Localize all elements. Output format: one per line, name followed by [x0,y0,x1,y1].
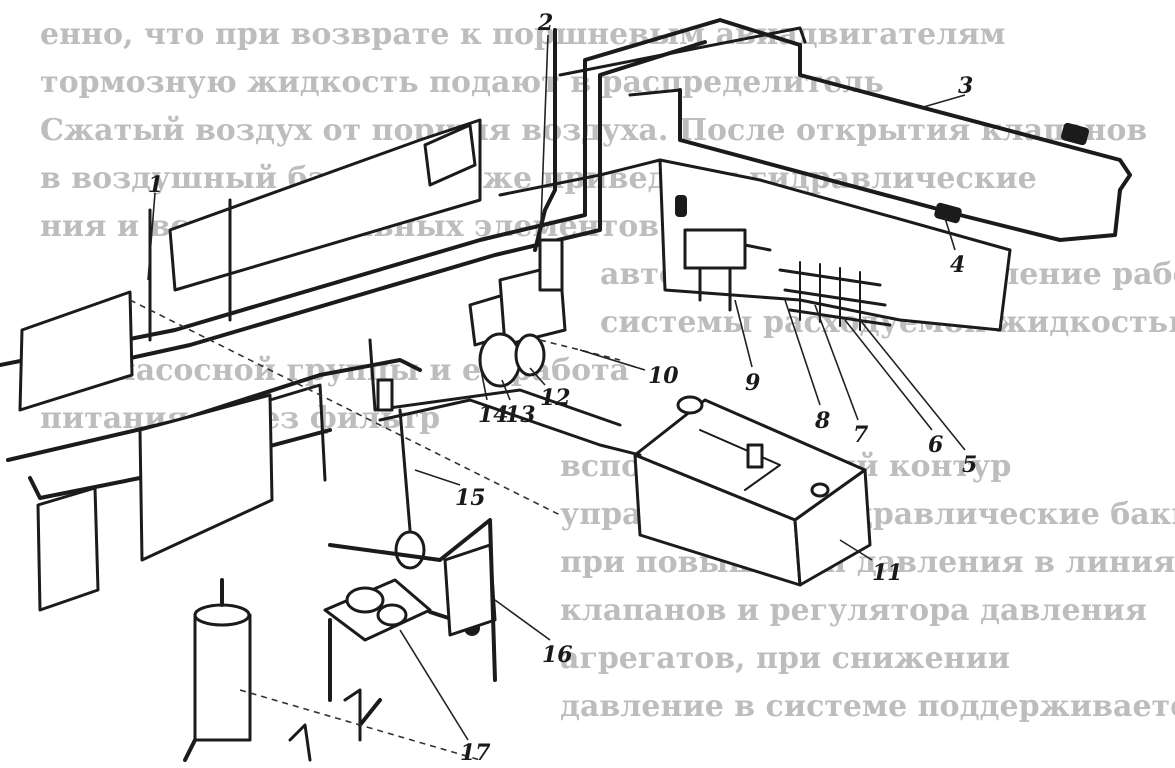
callout-4: 4 [950,252,965,278]
valve-bank [778,261,892,331]
bleed-through-line: клапанов и регулятора давления [560,593,1147,628]
leader-12 [529,367,546,386]
panel-left [18,290,134,412]
control-box [683,228,747,270]
lower-bracket [288,688,362,762]
leader-15 [414,469,461,486]
leader-11 [839,539,873,561]
panel-lower-center-rail [268,383,327,482]
right-branch-pipeline-return [678,88,1122,242]
callout-labels: 1 2 3 4 5 6 7 8 9 10 11 12 13 14 15 16 1… [148,10,977,766]
panel-lower-left [36,486,100,612]
accumulator [183,578,252,762]
tank-side [793,468,872,587]
dashed-centerline [239,689,481,761]
compressor-motor [345,586,385,614]
small-receiver [394,530,426,570]
leader-2 [539,34,549,251]
dashed-centerline [129,299,561,516]
bleed-through-line: агрегатов, при снижении [560,641,1010,676]
compressor-head [376,603,408,627]
tank-supply-line [378,398,642,457]
control-box-lines [698,243,772,312]
callout-13: 13 [505,402,536,428]
leader-1 [147,192,156,281]
callout-11: 11 [872,560,903,586]
tank-drain [810,482,830,498]
accumulator-pipes [183,578,224,762]
lower-frame [328,518,497,727]
callout-14: 14 [478,402,509,428]
valve-block [538,238,564,292]
tank-supply-line-2 [368,338,622,427]
callout-16: 16 [542,642,573,668]
callout-15: 15 [455,485,486,511]
compressor-panel [443,543,497,637]
callout-17: 17 [460,740,491,766]
tank-filler-cap [676,395,704,415]
fitting-3 [1061,122,1089,146]
compressor-unit [323,543,497,642]
bleed-through-text: енно, что при возврате к поршневым авиад… [40,17,1175,724]
main-pipeline-upper [0,18,802,367]
callout-2: 2 [537,10,553,36]
leader-5 [859,319,966,451]
callout-1: 1 [148,172,163,198]
right-branch-pipeline [798,43,1132,192]
hydraulic-tank [633,395,872,587]
callout-12: 12 [540,385,571,411]
valve-bank-line [778,268,882,287]
tank-sight-glass [746,443,764,469]
leader-8 [784,299,821,406]
leader-14 [479,364,488,401]
callout-6: 6 [928,432,943,458]
top-duct [558,26,807,97]
leader-16 [494,599,551,641]
fitting-4 [934,202,962,224]
callout-8: 8 [814,408,830,434]
bleed-through-line: при повышении давления в линиях [560,545,1175,580]
pump-cylinder-small [514,333,546,377]
lower-left-pipeline [6,358,422,462]
leader-10 [579,349,646,371]
callout-7: 7 [853,422,869,448]
pump-group [468,28,567,388]
callout-9: 9 [745,370,760,396]
gauge-left [675,195,687,217]
leader-3 [919,94,966,109]
top-duct-2 [498,158,662,197]
accumulator-top [193,603,251,627]
right-compartment-wall [658,158,1012,332]
accumulator-body [193,613,252,742]
filter-small [376,378,394,412]
leader-4 [944,217,956,251]
bleed-through-line: давление в системе поддерживается [560,689,1175,724]
equipment-box-top [423,123,477,187]
callout-10: 10 [648,363,679,389]
valve-bank-line [783,288,887,307]
panel-upper-left [168,118,482,292]
leader-17 [399,629,469,741]
leader-6 [844,319,933,431]
leader-9 [734,299,753,368]
panel-lower-center [138,393,274,562]
panel-upper-left-post [148,198,232,342]
bleed-through-line: тормозную жидкость подают в распределите… [40,65,884,100]
callout-3: 3 [958,73,973,99]
tank-divider [699,429,781,491]
bleed-through-line: Сжатый воздух от поршня воздуха. После о… [40,113,1147,148]
pump-cylinder [478,332,522,388]
callout-5: 5 [962,452,977,478]
bleed-through-line: в воздушный баллон. Ниже приведены гидра… [40,161,1037,196]
dashed-centerline [539,339,621,361]
leader-7 [814,304,859,421]
receiver-line [398,408,412,532]
leader-13 [501,379,511,401]
valve-bank-ticks [799,261,861,331]
bleed-through-line: енно, что при возврате к поршневым авиад… [40,17,1006,52]
